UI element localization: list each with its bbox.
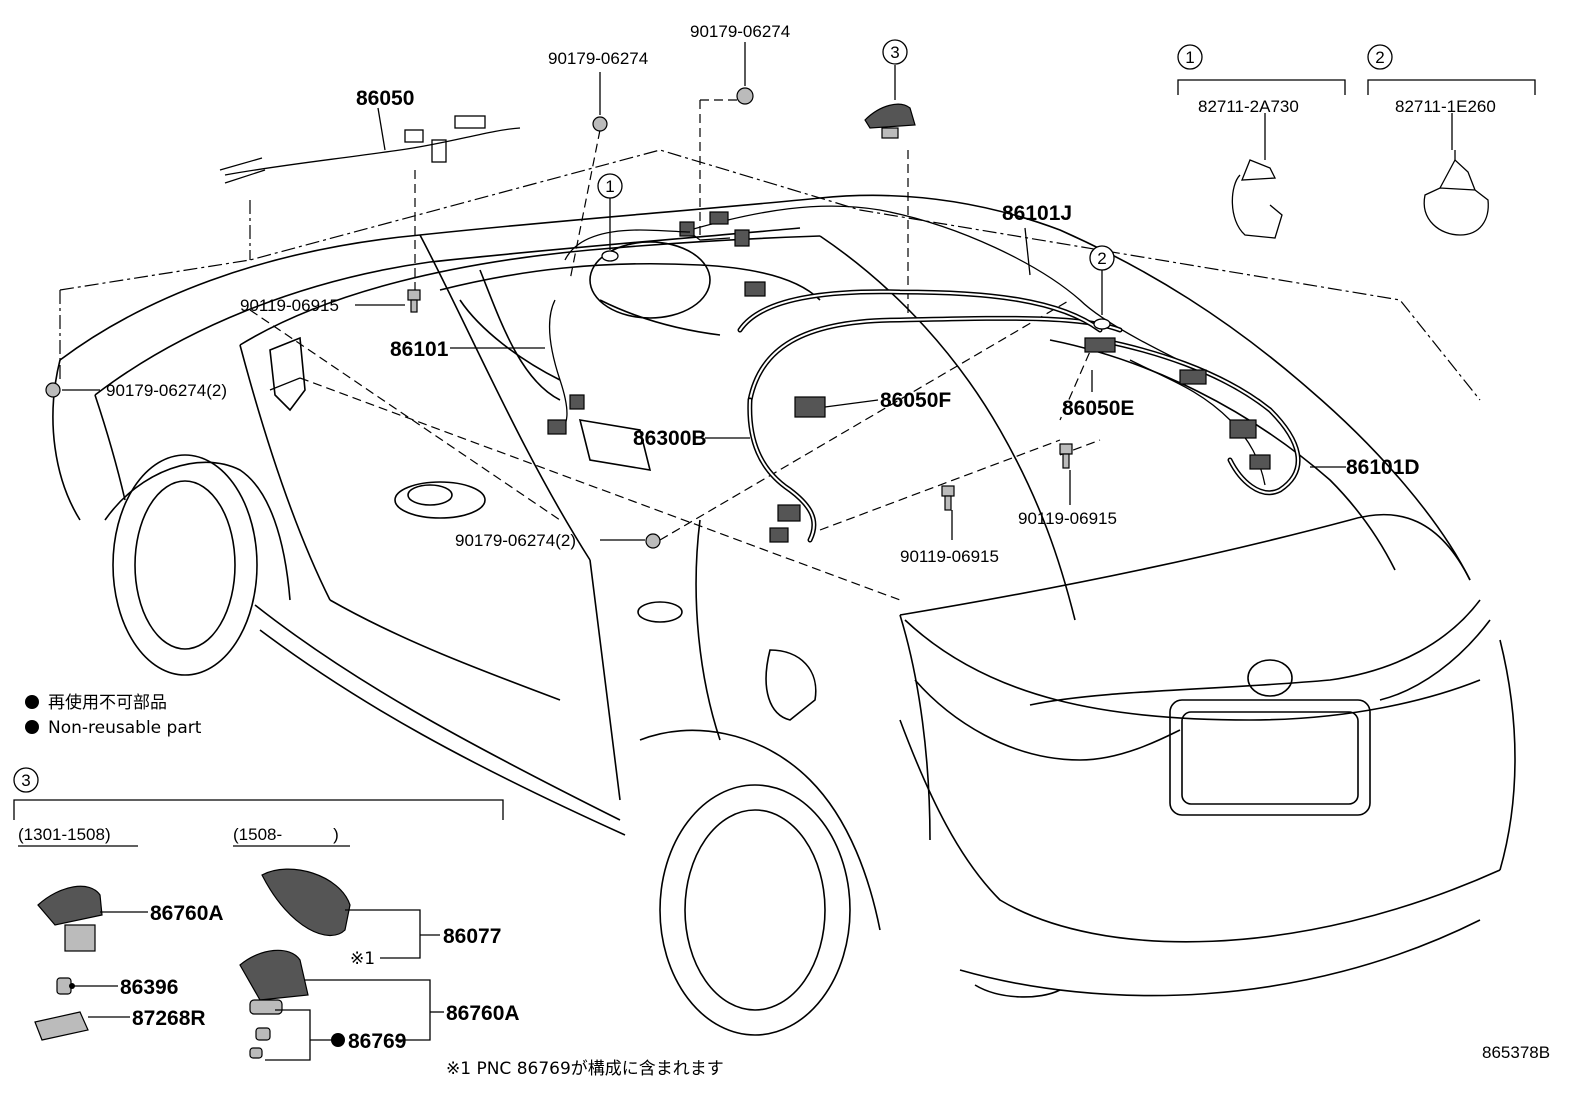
clip-details: [1177, 79, 1536, 239]
legend-jp: 再使用不可部品: [48, 692, 167, 713]
label-90179-06274-b: 90179-06274: [690, 22, 790, 41]
label-86077: 86077: [443, 925, 501, 948]
label-86050e: 86050E: [1062, 397, 1134, 420]
callout-num-3b: 3: [21, 771, 30, 790]
label-86101j: 86101J: [1002, 202, 1072, 225]
callout-num-2b: 2: [1375, 48, 1384, 67]
range-1301-1508: (1301-1508): [18, 825, 111, 844]
footnote: ※1 PNC 86769が構成に含まれます: [446, 1059, 724, 1079]
part-labels: 86050 90179-06274 90179-06274 86101J 901…: [106, 22, 1496, 566]
callout-num-3a: 3: [890, 43, 899, 62]
label-90179-06274-a: 90179-06274: [548, 49, 648, 68]
callout-circle-2: [1089, 245, 1115, 271]
label-90119-06915-c: 90119-06915: [900, 547, 999, 566]
legend-en: Non-reusable part: [48, 718, 202, 738]
diagram-id: 865378B: [1482, 1043, 1550, 1062]
label-86769: 86769: [348, 1030, 406, 1053]
callout-circle-3: [882, 39, 908, 65]
leader-lines: [62, 42, 1453, 541]
callout-circle-1: [597, 173, 623, 199]
label-86050f: 86050F: [880, 389, 951, 412]
label-86760a-old: 86760A: [150, 902, 224, 925]
callout-markers: 1 2 3 1 2 3: [13, 39, 1393, 793]
detail-3-labels: (1301-1508) (1508- ) 86760A 86396 87268R…: [18, 825, 520, 1053]
label-86101: 86101: [390, 338, 449, 361]
label-90119-06915-a: 90119-06915: [240, 296, 339, 315]
callout-num-1a: 1: [605, 177, 614, 196]
legend: 再使用不可部品 Non-reusable part: [25, 692, 202, 738]
label-86050: 86050: [356, 87, 414, 110]
fasteners: [45, 87, 1073, 549]
bullet-icon: [25, 695, 39, 709]
detail-3-panel: [13, 799, 504, 1061]
label-86396: 86396: [120, 976, 178, 999]
wire-harnesses: [219, 115, 1301, 543]
car-body-outline: [52, 194, 1516, 1036]
mark-note-1: ※1: [350, 949, 375, 969]
label-86760a-new: 86760A: [446, 1002, 520, 1025]
bullet-icon: [25, 720, 39, 734]
label-90179-06274-2-center: 90179-06274(2): [455, 531, 576, 550]
range-1508: (1508- ): [233, 825, 339, 844]
reference-lines: [59, 99, 1481, 601]
label-90179-06274-2-left: 90179-06274(2): [106, 381, 227, 400]
label-86300b: 86300B: [633, 427, 707, 450]
label-90119-06915-b: 90119-06915: [1018, 509, 1117, 528]
callout-num-2a: 2: [1097, 249, 1106, 268]
label-86101d: 86101D: [1346, 456, 1420, 479]
callout-num-1b: 1: [1185, 48, 1194, 67]
label-82711-2a730: 82711-2A730: [1198, 97, 1299, 116]
label-82711-1e260: 82711-1E260: [1395, 97, 1496, 116]
label-87268r: 87268R: [132, 1007, 206, 1030]
